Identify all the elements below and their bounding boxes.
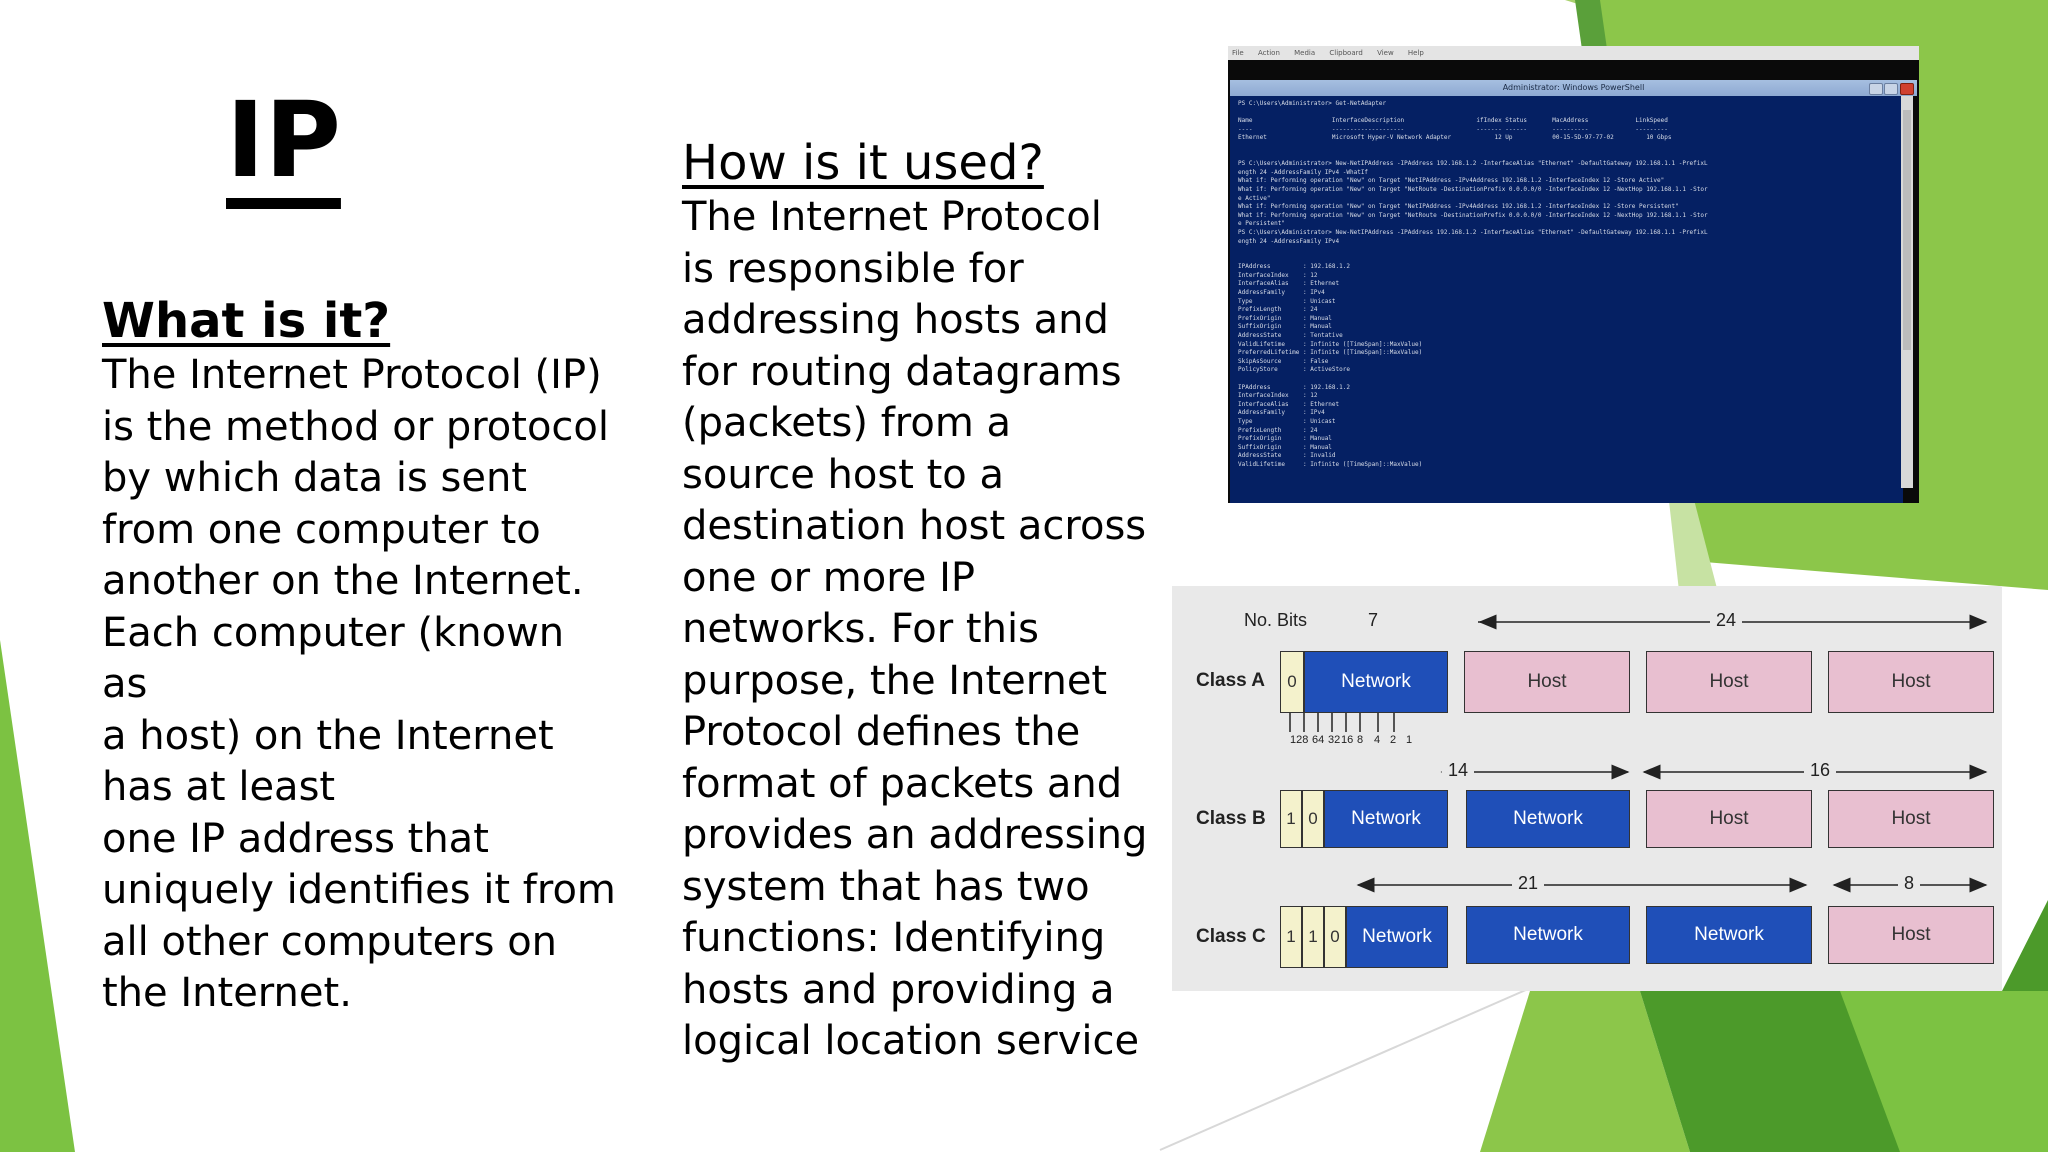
class-c-network-cell-2: Network bbox=[1466, 906, 1630, 964]
class-c-bit-3: 0 bbox=[1324, 906, 1346, 968]
class-b-bit-2: 0 bbox=[1302, 790, 1324, 848]
powershell-window-title: Administrator: Windows PowerShell bbox=[1502, 83, 1645, 92]
class-b-host-cell-1: Host bbox=[1646, 790, 1812, 848]
class-c-bit-2: 1 bbox=[1302, 906, 1324, 968]
class-c-label: Class C bbox=[1196, 926, 1266, 947]
bit-weight-4: 4 bbox=[1374, 734, 1381, 746]
class-b-host-cell-2: Host bbox=[1828, 790, 1994, 848]
minimize-icon bbox=[1869, 83, 1883, 95]
ip-class-diagram: No. Bits 7 24 Class A 0 Network Host Hos… bbox=[1172, 586, 2002, 991]
menu-media: Media bbox=[1294, 49, 1316, 57]
class-a-label: Class A bbox=[1196, 670, 1265, 691]
bit-weight-8: 8 bbox=[1357, 734, 1364, 746]
bit-weight-32: 32 bbox=[1328, 734, 1341, 746]
what-is-it-body: The Internet Protocol (IP) is the method… bbox=[102, 352, 616, 1016]
console-scrollbar-thumb bbox=[1903, 110, 1911, 350]
powershell-screenshot: File Action Media Clipboard View Help Ad… bbox=[1228, 46, 1919, 503]
slide-title: IP bbox=[226, 79, 341, 201]
class-a-host-cell-3: Host bbox=[1828, 651, 1994, 713]
class-a-host-cell-1: Host bbox=[1464, 651, 1630, 713]
class-c-bit-1: 1 bbox=[1280, 906, 1302, 968]
bit-weight-16: 16 bbox=[1341, 734, 1354, 746]
bit-weight-128: 128 bbox=[1290, 734, 1309, 746]
left-green-shard bbox=[0, 640, 75, 1152]
class-b-bit-1: 1 bbox=[1280, 790, 1302, 848]
bottom-right-shard bbox=[1840, 991, 2048, 1152]
bit-weight-ticks bbox=[1289, 712, 1395, 732]
maximize-icon bbox=[1884, 83, 1898, 95]
bottom-light-shard bbox=[1480, 991, 1690, 1152]
class-b-label: Class B bbox=[1196, 808, 1266, 829]
powershell-titlebar: Administrator: Windows PowerShell bbox=[1230, 80, 1917, 96]
console-scrollbar bbox=[1901, 96, 1913, 488]
what-is-it-heading: What is it? bbox=[102, 293, 391, 349]
menu-view: View bbox=[1377, 49, 1394, 57]
close-icon bbox=[1900, 83, 1914, 95]
class-a-host-cell-2: Host bbox=[1646, 651, 1812, 713]
bit-weight-2: 2 bbox=[1390, 734, 1397, 746]
menu-action: Action bbox=[1257, 49, 1280, 57]
no-bits-label: No. Bits bbox=[1244, 610, 1308, 630]
menu-help: Help bbox=[1407, 49, 1424, 57]
how-is-it-used-body: The Internet Protocol is responsible for… bbox=[682, 194, 1148, 1064]
class-b-host-span-label: 16 bbox=[1804, 760, 1837, 781]
powershell-console: PS C:\Users\Administrator> Get-NetAdapte… bbox=[1230, 96, 1903, 503]
class-b-network-cell-2: Network bbox=[1466, 790, 1630, 848]
class-c-network-cell-3: Network bbox=[1646, 906, 1812, 964]
class-b-network-span-label: 14 bbox=[1442, 760, 1475, 781]
class-c-network-span-label: 21 bbox=[1512, 873, 1545, 894]
class-a-bits-label: 7 bbox=[1368, 610, 1379, 630]
menu-clipboard: Clipboard bbox=[1329, 49, 1363, 57]
class-c-network-cell-1: Network bbox=[1346, 906, 1448, 968]
class-b-network-cell-1: Network bbox=[1324, 790, 1448, 848]
menu-file: File bbox=[1232, 49, 1244, 57]
left-column: What is it? The Internet Protocol (IP) i… bbox=[102, 292, 622, 1020]
class-c-host-span-label: 8 bbox=[1898, 873, 1921, 894]
class-a-network-cell: Network bbox=[1304, 651, 1448, 713]
bit-weight-64: 64 bbox=[1312, 734, 1325, 746]
middle-column: How is it used? The Internet Protocol is… bbox=[682, 134, 1202, 1068]
vm-menubar: File Action Media Clipboard View Help bbox=[1228, 46, 1919, 60]
class-c-host-cell: Host bbox=[1828, 906, 1994, 964]
bit-weight-1: 1 bbox=[1406, 734, 1413, 746]
class-a-leading-bit: 0 bbox=[1280, 651, 1304, 713]
class-a-span-label: 24 bbox=[1710, 610, 1743, 631]
how-is-it-used-heading: How is it used? bbox=[682, 135, 1044, 191]
